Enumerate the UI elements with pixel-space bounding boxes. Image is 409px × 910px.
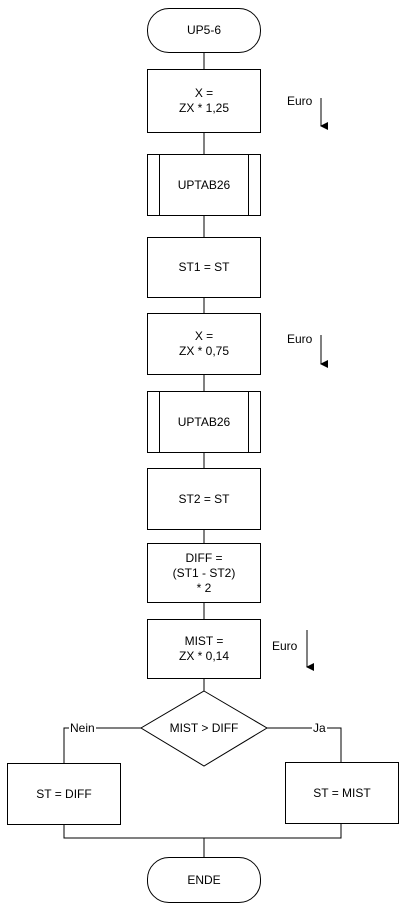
decision-yes-label: Ja [312,721,327,735]
step-7-line-1: DIFF = [185,550,223,565]
step-4-process: X = ZX * 0,75 [147,313,261,375]
step-2-label: UPTAB26 [177,177,231,192]
decision-condition: MIST > DIFF [141,691,267,766]
step-7-process: DIFF = (ST1 - ST2) * 2 [147,543,261,603]
step-7-line-2: (ST1 - ST2) [172,565,236,580]
end-terminator: ENDE [147,857,261,903]
step-1-line-1: X = [194,86,214,100]
step-8-note: Euro [272,639,298,653]
step-1-note: Euro [287,94,313,108]
step-5-subroutine: UPTAB26 [147,391,261,453]
connector-no-branch [63,727,141,763]
step-3-process: ST1 = ST [147,237,261,298]
no-action-label: ST = DIFF [36,786,92,801]
step-4-note: Euro [287,332,313,346]
step-1-process: X = ZX * 1,25 [147,69,261,133]
start-terminator: UP5-6 [147,8,261,53]
no-action-process: ST = DIFF [7,763,121,825]
step-7-line-3: * 2 [196,580,212,595]
yes-action-label: ST = MIST [313,785,371,800]
step-2-subroutine: UPTAB26 [147,154,261,216]
step-6-label: ST2 = ST [178,491,230,506]
step-5-label: UPTAB26 [177,414,231,429]
step-4-line-1: X = [194,329,214,343]
connector-yes-branch [267,727,342,762]
decision-no-label: Nein [69,721,96,735]
step-3-label: ST1 = ST [178,260,230,274]
yes-action-process: ST = MIST [285,762,399,824]
step-4-line-2: ZX * 0,75 [178,344,230,358]
start-label: UP5-6 [186,23,221,37]
step-8-process: MIST = ZX * 0,14 [147,619,261,679]
decision-diamond [140,690,268,767]
end-label: ENDE [187,872,221,887]
step-1-line-2: ZX * 1,25 [178,101,230,115]
step-6-process: ST2 = ST [147,468,261,530]
decision-condition-label: MIST > DIFF [169,721,239,735]
connector-no-merge [63,824,342,839]
step-8-line-1: MIST = [184,634,224,648]
step-8-line-2: ZX * 0,14 [178,649,230,663]
